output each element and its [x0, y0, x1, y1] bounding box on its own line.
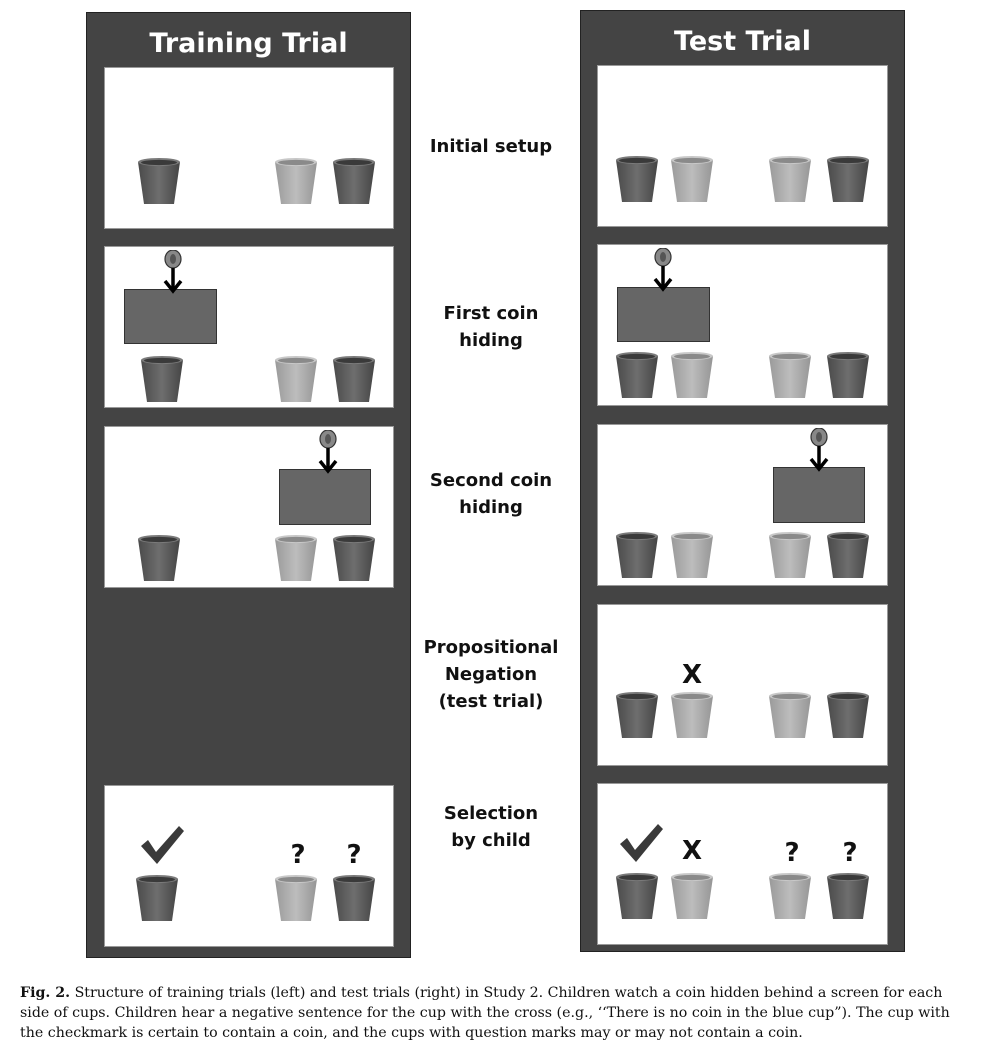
occluder-screen — [124, 289, 217, 344]
dark-cup — [615, 872, 659, 920]
training-trial-column: Training Trial ? ? — [86, 12, 411, 958]
dark-cup — [615, 531, 659, 579]
test-trial-column: Test Trial X X ? ? — [580, 10, 905, 952]
cross-mark: X — [681, 660, 703, 690]
dark-cup — [137, 157, 181, 205]
dark-cup — [332, 157, 376, 205]
test-trial-title: Test Trial — [673, 25, 812, 57]
light-cup — [670, 872, 714, 920]
test-first-coin-hiding-panel — [597, 244, 888, 406]
coin-drop-arrow-icon — [807, 428, 831, 472]
dark-cup — [332, 874, 376, 922]
dark-cup — [332, 355, 376, 403]
training-second-coin-hiding-panel — [104, 426, 394, 588]
dark-cup — [615, 351, 659, 399]
dark-cup — [826, 155, 870, 203]
question-mark: ? — [784, 838, 800, 868]
cross-mark: X — [681, 836, 703, 866]
figure-caption-label: Fig. 2. — [20, 985, 71, 1001]
checkmark-icon — [618, 822, 664, 864]
occluder-screen — [773, 467, 865, 523]
step-label-second-coin-hiding: Second coin hiding — [429, 470, 553, 518]
figure-caption-text: Structure of training trials (left) and … — [20, 985, 950, 1041]
light-cup — [274, 355, 318, 403]
coin-drop-arrow-icon — [316, 430, 340, 474]
training-initial-setup-panel — [104, 67, 394, 229]
question-mark: ? — [842, 838, 858, 868]
dark-cup — [826, 351, 870, 399]
light-cup — [768, 691, 812, 739]
dark-cup — [140, 355, 184, 403]
dark-cup — [332, 534, 376, 582]
test-propositional-negation-panel: X — [597, 604, 888, 766]
checkmark-icon — [139, 824, 185, 866]
occluder-screen — [279, 469, 371, 525]
light-cup — [670, 155, 714, 203]
dark-cup — [826, 872, 870, 920]
dark-cup — [137, 534, 181, 582]
training-trial-title: Training Trial — [149, 27, 348, 59]
dark-cup — [615, 691, 659, 739]
light-cup — [768, 155, 812, 203]
coin-drop-arrow-icon — [651, 248, 675, 292]
light-cup — [274, 157, 318, 205]
test-second-coin-hiding-panel — [597, 424, 888, 586]
light-cup — [274, 534, 318, 582]
occluder-screen — [617, 287, 710, 342]
question-mark: ? — [346, 840, 362, 870]
step-label-first-coin-hiding: First coin hiding — [443, 303, 539, 351]
training-first-coin-hiding-panel — [104, 246, 394, 408]
light-cup — [768, 351, 812, 399]
coin-drop-arrow-icon — [161, 250, 185, 294]
test-initial-setup-panel — [597, 65, 888, 227]
light-cup — [670, 531, 714, 579]
step-label-propositional-negation: Propositional Negation (test trial) — [423, 637, 559, 712]
dark-cup — [826, 531, 870, 579]
light-cup — [274, 874, 318, 922]
light-cup — [768, 872, 812, 920]
dark-cup — [826, 691, 870, 739]
light-cup — [768, 531, 812, 579]
question-mark: ? — [290, 840, 306, 870]
test-selection-panel: X ? ? — [597, 783, 888, 945]
dark-cup — [615, 155, 659, 203]
dark-cup — [135, 874, 179, 922]
step-label-selection-by-child: Selection by child — [443, 803, 539, 851]
figure-caption: Fig. 2. Structure of training trials (le… — [20, 983, 972, 1043]
light-cup — [670, 351, 714, 399]
step-label-initial-setup: Initial setup — [429, 136, 553, 157]
light-cup — [670, 691, 714, 739]
training-selection-panel: ? ? — [104, 785, 394, 947]
